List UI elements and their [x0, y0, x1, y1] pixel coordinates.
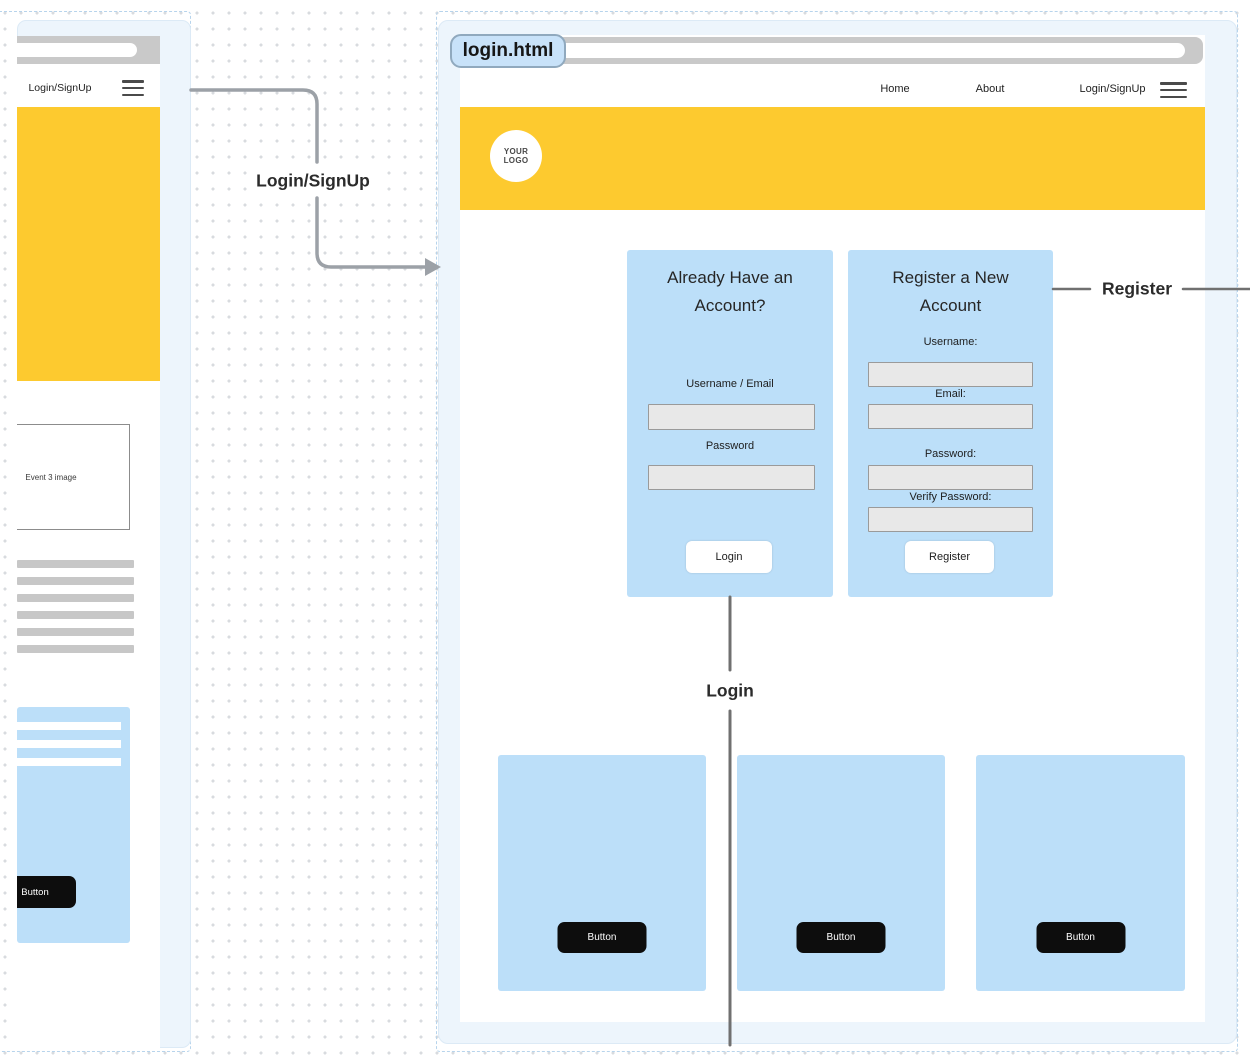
card-stripe — [17, 722, 121, 730]
reg-email-input[interactable] — [868, 404, 1033, 429]
username-email-input[interactable] — [648, 404, 815, 430]
left-url-bar[interactable] — [17, 43, 137, 57]
bottom-card-3: Button — [976, 755, 1185, 991]
register-card: Register a New Account Username: Email: … — [848, 250, 1053, 597]
reg-password-label: Password: — [924, 448, 977, 460]
bottom-card-1-button[interactable]: Button — [557, 922, 647, 953]
logo-line1: YOUR — [503, 146, 529, 156]
card-stripe — [17, 758, 121, 766]
left-hamburger-icon[interactable] — [122, 80, 144, 96]
nav-about[interactable]: About — [975, 83, 1005, 95]
bottom-card-2: Button — [737, 755, 945, 991]
frame-title-tab[interactable]: login.html — [450, 34, 566, 68]
logo-line2: LOGO — [503, 156, 529, 165]
reg-username-label: Username: — [923, 336, 978, 348]
connector-label-login: Login — [706, 680, 754, 701]
left-nav-login-signup[interactable]: Login/SignUp — [28, 82, 92, 94]
text-placeholder-bar — [17, 560, 134, 568]
login-card-title: Already Have an Account? — [667, 268, 793, 315]
site-logo[interactable]: YOUR LOGO — [490, 130, 542, 182]
text-placeholder-bar — [17, 611, 134, 619]
login-page-frame[interactable]: Home About Login/SignUp YOUR LOGO Alread… — [460, 35, 1205, 1022]
password-label: Password — [705, 440, 755, 452]
nav-login-signup[interactable]: Login/SignUp — [1079, 83, 1146, 95]
reg-verify-label: Verify Password: — [909, 491, 992, 503]
reg-verify-input[interactable] — [868, 507, 1033, 532]
header-band — [460, 107, 1205, 210]
text-placeholder-bar — [17, 628, 134, 636]
login-card: Already Have an Account? Username / Emai… — [627, 250, 833, 597]
register-button[interactable]: Register — [905, 541, 994, 573]
password-input[interactable] — [648, 465, 815, 490]
reg-email-label: Email: — [935, 388, 966, 400]
left-card-button[interactable]: Button — [17, 876, 76, 908]
bottom-card-2-button[interactable]: Button — [796, 922, 886, 953]
reg-username-input[interactable] — [868, 362, 1033, 387]
text-placeholder-bar — [17, 645, 134, 653]
main-hamburger-icon[interactable] — [1160, 82, 1187, 98]
reg-password-input[interactable] — [868, 465, 1033, 490]
text-placeholder-bar — [17, 594, 134, 602]
main-url-bar[interactable] — [470, 43, 1185, 58]
card-stripe — [17, 740, 121, 748]
left-hero-band — [17, 107, 160, 381]
bottom-card-1: Button — [498, 755, 706, 991]
text-placeholder-bar — [17, 577, 134, 585]
event-image-label: Event 3 image — [25, 472, 77, 482]
connector-label-register: Register — [1101, 278, 1173, 299]
username-email-label: Username / Email — [686, 378, 774, 390]
register-card-title: Register a New Account — [892, 268, 1009, 315]
left-page-frame[interactable]: Login/SignUp Event 3 image Button — [17, 36, 160, 1048]
left-content-card: Button — [17, 707, 130, 943]
event-image-placeholder[interactable]: Event 3 image — [17, 424, 130, 530]
connector-label-login-signup: Login/SignUp — [251, 169, 375, 193]
bottom-card-3-button[interactable]: Button — [1036, 922, 1125, 953]
login-button[interactable]: Login — [686, 541, 772, 573]
nav-home[interactable]: Home — [880, 83, 910, 95]
